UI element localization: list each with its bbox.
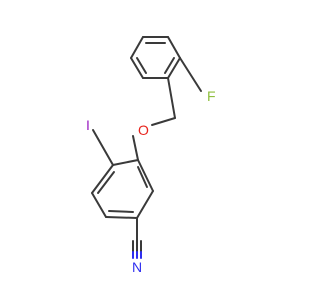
bond (130, 57, 144, 79)
oxygen-label: O (138, 122, 149, 138)
iodine-label: I (86, 117, 90, 133)
bond (167, 57, 181, 79)
molecule-structure: F O I N (86, 36, 216, 275)
bond (132, 135, 139, 161)
bond (112, 159, 139, 166)
bond (91, 192, 107, 218)
bond (167, 77, 176, 119)
bond (137, 159, 154, 192)
bond (91, 164, 114, 194)
bond (136, 190, 154, 219)
bond (137, 166, 148, 188)
nitrogen-label: N (132, 259, 142, 275)
bond (136, 57, 147, 74)
structure-canvas: F O I N (86, 36, 216, 275)
bond (105, 216, 138, 219)
fluorine-label: F (207, 88, 216, 104)
bond (151, 117, 176, 126)
bond (130, 36, 144, 59)
bond (97, 171, 115, 194)
bond (108, 210, 134, 213)
bond (92, 129, 114, 166)
bond (179, 57, 202, 92)
bond (164, 57, 175, 74)
bond (167, 36, 181, 59)
